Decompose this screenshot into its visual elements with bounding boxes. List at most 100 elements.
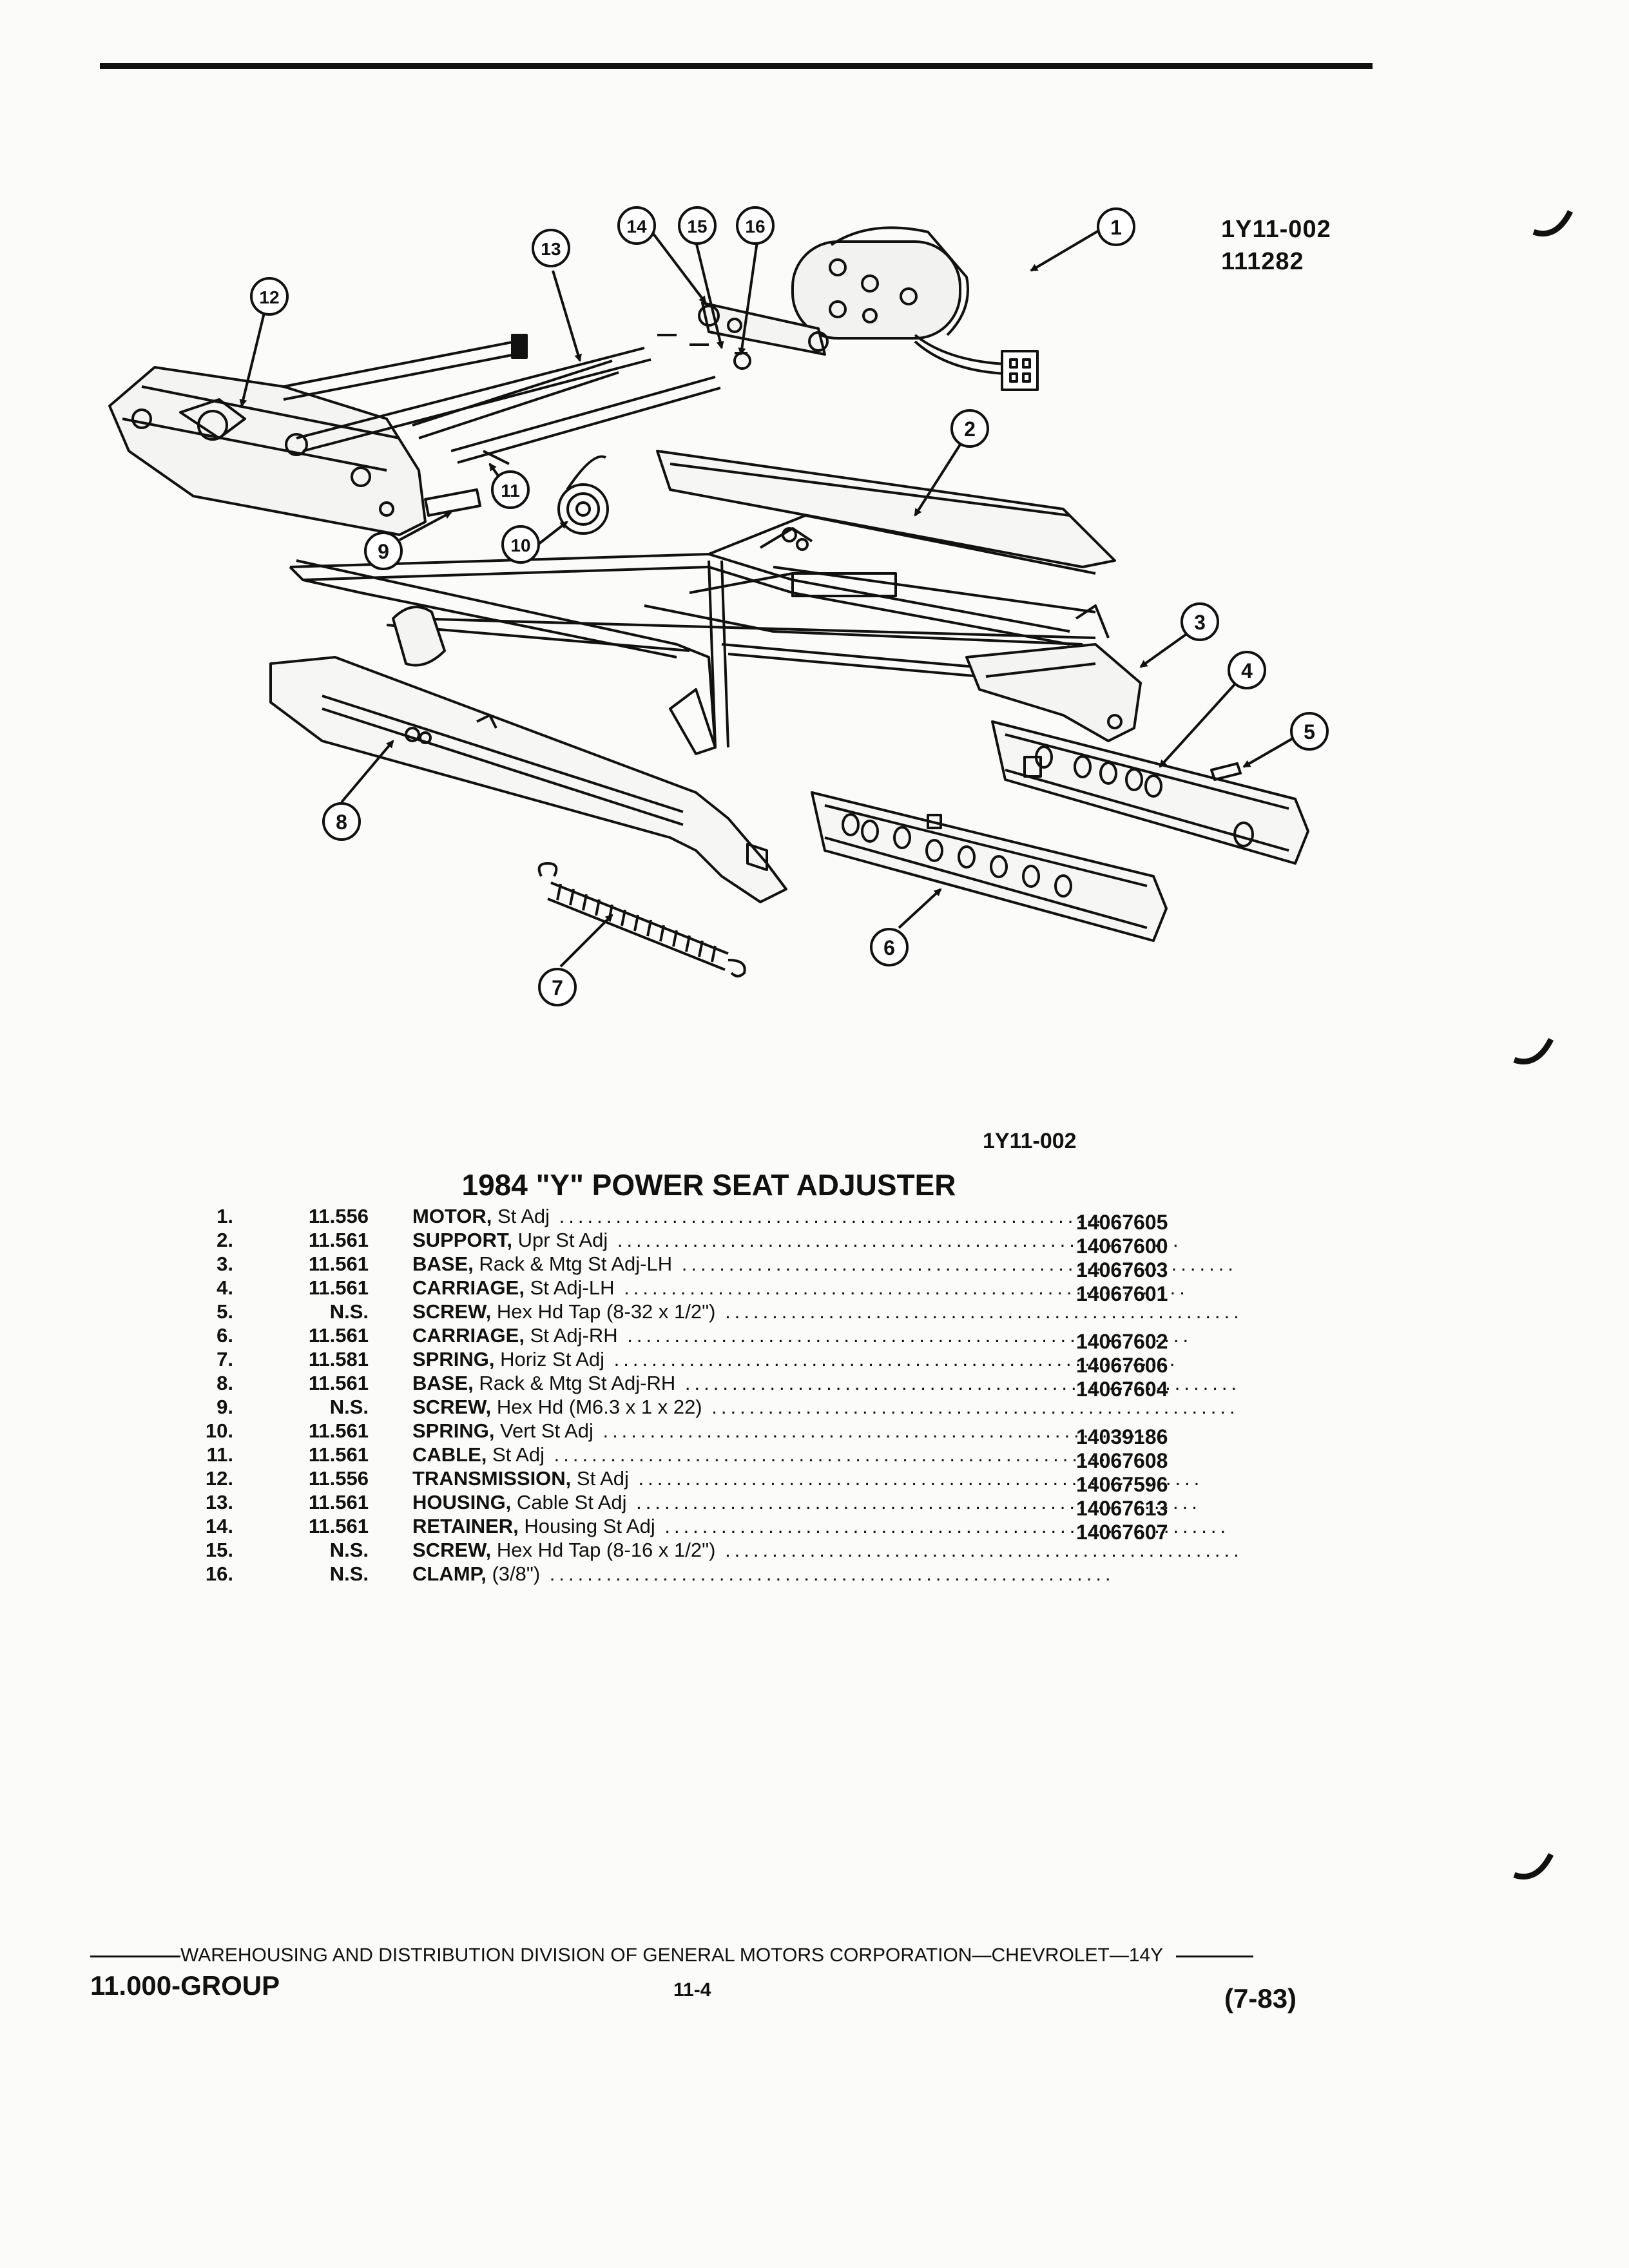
screw-part — [424, 488, 481, 517]
part-spec: (3/8") — [486, 1562, 541, 1585]
item-number: 13. — [205, 1491, 233, 1514]
part-number: 14067605 — [1076, 1211, 1168, 1234]
leader-dots: ........................................… — [545, 1443, 1119, 1466]
callout-8: 8 — [322, 802, 361, 841]
transmission-part — [108, 366, 427, 536]
group-number: N.S. — [329, 1396, 369, 1418]
part-name: SUPPORT, — [412, 1229, 513, 1251]
lh-carriage-part — [991, 720, 1309, 865]
parts-row: 14. 11.561 RETAINER, Housing St Adj ......… — [187, 1515, 1244, 1544]
part-spec: St Adj — [492, 1205, 550, 1227]
svg-text:8: 8 — [336, 811, 347, 834]
group-number: N.S. — [329, 1300, 369, 1323]
part-name: CABLE, — [412, 1443, 487, 1466]
group-number: 11.561 — [308, 1443, 369, 1466]
part-description: SPRING, Vert St Adj ....................… — [412, 1419, 1237, 1443]
leader-dots: ........................................… — [628, 1467, 1204, 1490]
screw-part — [1210, 762, 1242, 781]
footer-publisher-line: WAREHOUSING AND DISTRIBUTION DIVISION OF… — [90, 1945, 1315, 1966]
leader-dots: ........................................… — [614, 1276, 1189, 1299]
part-number: 14067606 — [1076, 1354, 1168, 1377]
item-number: 6. — [217, 1324, 233, 1347]
svg-text:9: 9 — [378, 540, 389, 563]
leader-dots: ........................................… — [540, 1562, 1115, 1585]
item-number: 1. — [217, 1205, 233, 1227]
group-number: 11.561 — [308, 1229, 369, 1251]
part-name: SPRING, — [412, 1419, 495, 1442]
item-number: 7. — [217, 1348, 233, 1370]
part-number: 14067604 — [1076, 1378, 1168, 1401]
part-description: SPRING, Horiz St Adj ...................… — [412, 1348, 1237, 1371]
leader-dots: ........................................… — [715, 1539, 1237, 1561]
part-spec: Hex Hd Tap (8-16 x 1/2") — [491, 1539, 716, 1561]
item-number: 5. — [217, 1300, 233, 1323]
item-number: 2. — [217, 1229, 233, 1251]
motor-part — [791, 226, 1039, 391]
part-spec: St Adj — [571, 1467, 629, 1490]
part-name: BASE, — [412, 1372, 474, 1394]
part-number: 14067607 — [1076, 1521, 1168, 1544]
callout-7: 7 — [538, 968, 577, 1006]
group-number: 11.561 — [308, 1372, 369, 1394]
page-number: 11-4 — [673, 1979, 711, 2001]
group-number: 11.561 — [308, 1324, 369, 1347]
group-number: 11.556 — [308, 1467, 369, 1490]
item-number: 14. — [205, 1515, 233, 1537]
part-name: SPRING, — [412, 1348, 495, 1370]
group-number: 11.561 — [308, 1491, 369, 1514]
part-number: 14067613 — [1076, 1497, 1168, 1520]
part-name: SCREW, — [412, 1300, 492, 1323]
part-description: CLAMP, (3/8") ..........................… — [412, 1562, 1237, 1586]
part-spec: St Adj-RH — [524, 1324, 618, 1347]
leader-dots: ........................................… — [593, 1419, 1168, 1442]
part-description: CARRIAGE, St Adj-LH ....................… — [412, 1276, 1237, 1300]
leader-dots: ........................................… — [655, 1515, 1230, 1537]
item-number: 11. — [206, 1443, 233, 1466]
leader-dots: ........................................… — [550, 1205, 1124, 1227]
parts-list-title: 1984 "Y" POWER SEAT ADJUSTER — [461, 1168, 956, 1202]
lower-frame-part — [296, 559, 717, 755]
svg-text:6: 6 — [883, 936, 895, 959]
callout-3: 3 — [1181, 602, 1219, 641]
item-number: 4. — [217, 1276, 233, 1299]
svg-text:1: 1 — [1110, 216, 1122, 239]
part-number: 14067608 — [1076, 1449, 1168, 1472]
parts-row: 16.N.S.CLAMP, (3/8") ...................… — [187, 1562, 1244, 1586]
callout-14: 14 — [617, 206, 656, 245]
callout-16: 16 — [736, 206, 775, 245]
part-number: 14067601 — [1076, 1282, 1168, 1305]
part-name: SCREW, — [412, 1396, 492, 1418]
svg-text:11: 11 — [501, 481, 520, 501]
group-number: 11.561 — [308, 1515, 369, 1537]
leader-dots: ........................................… — [702, 1396, 1237, 1418]
binding-mark — [1513, 1852, 1554, 1880]
revision-date: (7-83) — [1224, 1983, 1297, 2013]
callout-6: 6 — [870, 928, 909, 966]
part-description: BASE, Rack & Mtg St Adj-LH .............… — [412, 1253, 1237, 1276]
svg-text:2: 2 — [964, 418, 976, 441]
leader-dots: ........................................… — [675, 1372, 1237, 1394]
part-number: 14039186 — [1076, 1425, 1168, 1448]
part-number: 14067603 — [1076, 1258, 1168, 1282]
part-name: TRANSMISSION, — [412, 1467, 572, 1490]
part-description: RETAINER, Housing St Adj ...............… — [412, 1515, 1237, 1538]
leader-dots: ........................................… — [617, 1324, 1193, 1347]
part-description: CABLE, St Adj ..........................… — [412, 1443, 1237, 1466]
part-spec: Upr St Adj — [512, 1229, 608, 1251]
binding-mark — [1532, 209, 1574, 237]
vert-spring-part — [557, 455, 609, 535]
svg-text:5: 5 — [1304, 720, 1315, 744]
part-number: 14067600 — [1076, 1235, 1168, 1258]
exploded-view-diagram: 1 2 3 4 5 6 7 8 9 10 11 12 13 14 15 16 — [108, 206, 1329, 1006]
part-spec: Cable St Adj — [511, 1491, 627, 1514]
part-spec: Rack & Mtg St Adj-LH — [473, 1253, 673, 1275]
item-number: 8. — [217, 1372, 233, 1394]
part-description: CARRIAGE, St Adj-RH ....................… — [412, 1324, 1237, 1347]
part-spec: Housing St Adj — [518, 1515, 655, 1537]
